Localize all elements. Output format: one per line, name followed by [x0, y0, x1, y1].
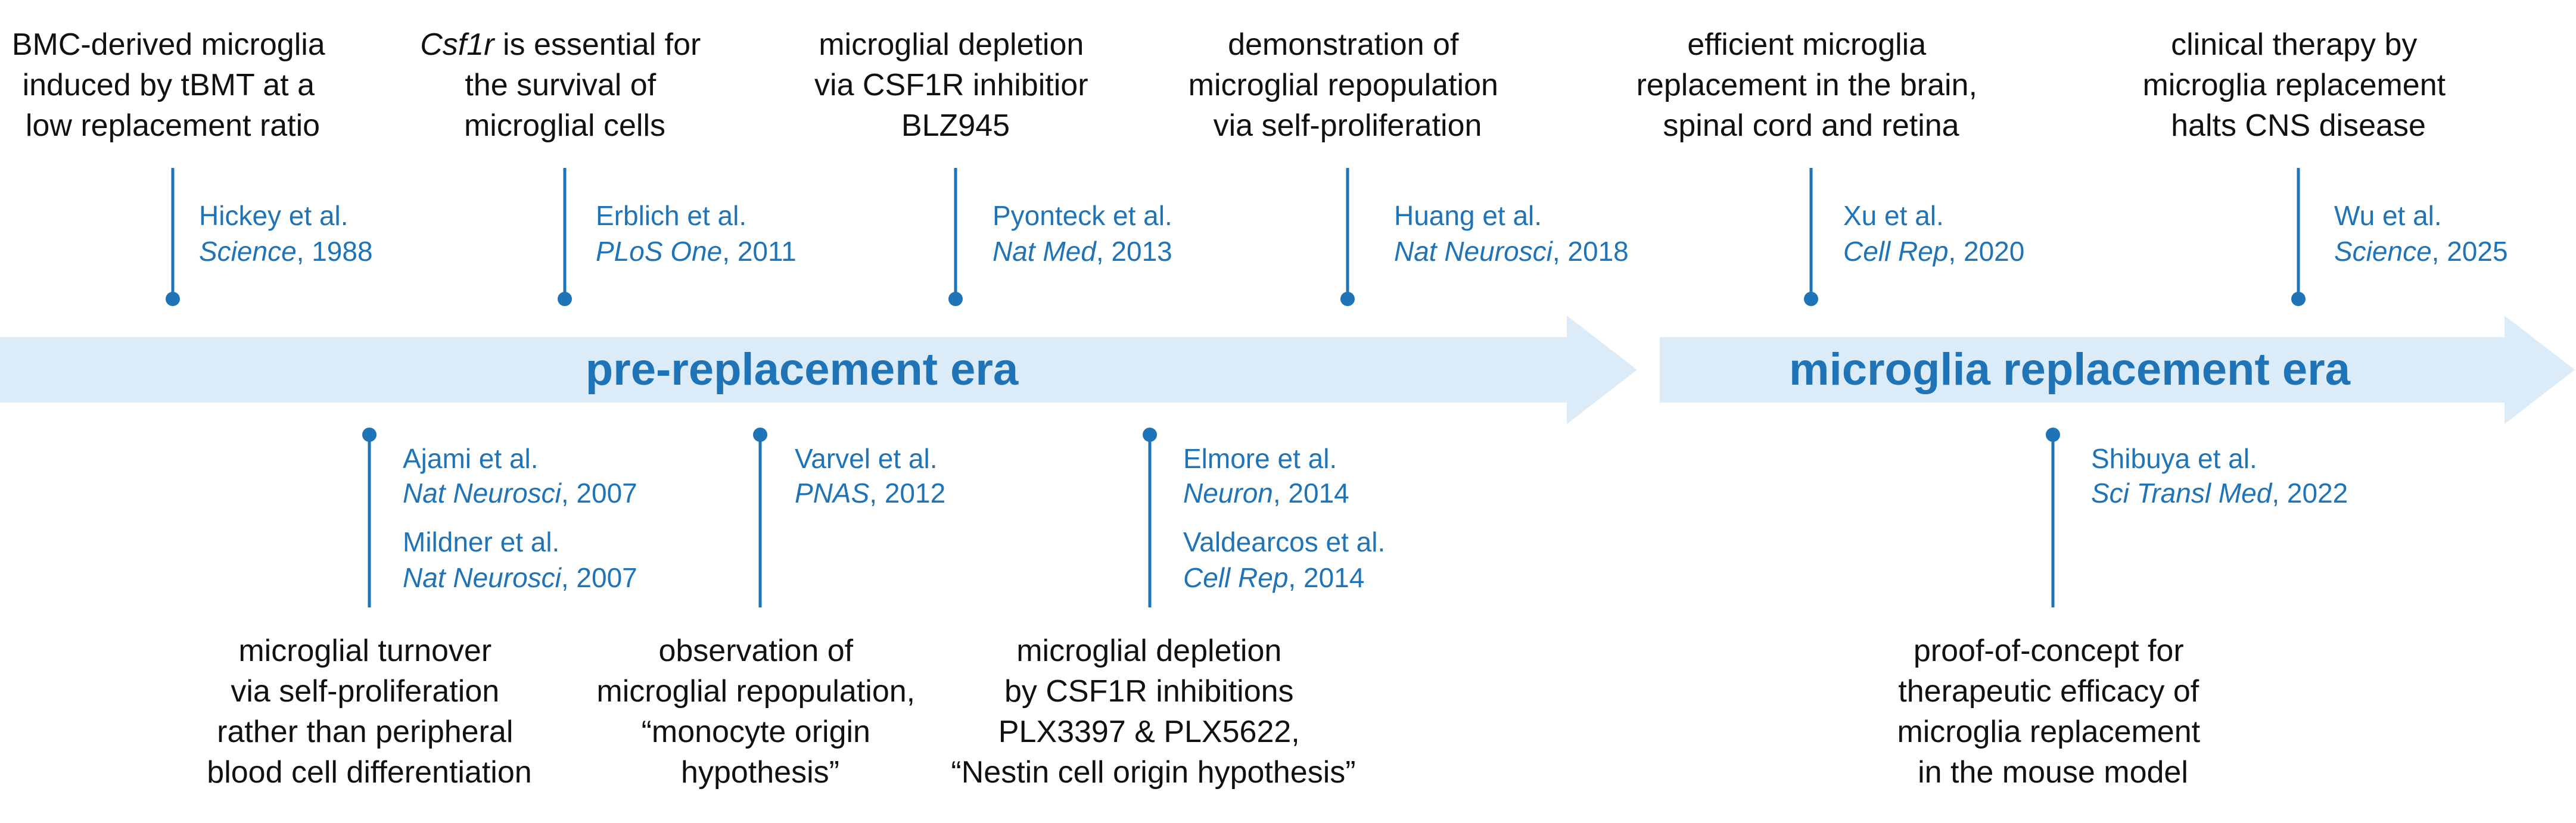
cite-authors: Varvel et al.: [795, 443, 937, 474]
cite-authors: Elmore et al.: [1183, 443, 1337, 474]
gene-name: Csf1r: [420, 27, 496, 62]
cite-year: , 2012: [869, 478, 945, 509]
citation-ajami-2007: Ajami et al. Nat Neurosci, 2007: [403, 443, 637, 509]
event-xu-2020: efficient microglia replacement in the b…: [1637, 27, 2024, 306]
cite-journal: Nat Med: [993, 236, 1097, 267]
event-erblich-2011: Csf1r is essential for the survival of m…: [420, 27, 797, 306]
finding-pyonteck-2013: microglial depletion via CSF1R inhibitio…: [814, 27, 1097, 143]
finding-varvel-2012: observation of microglial repopulation, …: [596, 634, 923, 790]
event-huang-2018: demonstration of microglial repopulation…: [1189, 27, 1629, 306]
event-node: [1804, 292, 1818, 306]
cite-year: , 2007: [561, 478, 637, 509]
cite-journal: Nat Neurosci: [403, 562, 562, 593]
finding-wu-2025: clinical therapy by microglia replacemen…: [2142, 27, 2454, 143]
event-elmore-valdearcos-2014: Elmore et al. Neuron, 2014 Valdearcos et…: [951, 428, 1393, 790]
finding-huang-2018: demonstration of microglial repopulation…: [1189, 27, 1507, 143]
citation-varvel-2012: Varvel et al. PNAS, 2012: [795, 443, 945, 509]
cite-authors: Erblich et al.: [596, 200, 746, 231]
cite-year: , 2007: [561, 562, 637, 593]
cite-journal: Science: [2334, 236, 2432, 267]
event-node: [558, 292, 572, 306]
pre-replacement-era-arrow: [0, 316, 1637, 424]
cite-journal: Nat Neurosci: [1394, 236, 1554, 267]
citation-pyonteck-2013: Pyonteck et al. Nat Med, 2013: [993, 200, 1180, 267]
cite-year: , 2020: [1948, 236, 2024, 267]
cite-journal: Neuron: [1183, 478, 1273, 509]
event-shibuya-2022: Shibuya et al. Sci Transl Med, 2022 proo…: [1897, 428, 2348, 790]
citation-xu-2020: Xu et al. Cell Rep, 2020: [1843, 200, 2024, 267]
cite-year: , 2011: [722, 236, 796, 267]
citation-shibuya-2022: Shibuya et al. Sci Transl Med, 2022: [2091, 443, 2348, 509]
cite-year: , 2013: [1096, 236, 1172, 267]
cite-authors: Pyonteck et al.: [993, 200, 1172, 231]
cite-year: , 2014: [1273, 478, 1349, 509]
cite-journal: PLoS One: [596, 236, 722, 267]
finding-erblich-2011: Csf1r is essential for the survival of m…: [420, 27, 710, 143]
cite-authors: Valdearcos et al.: [1183, 526, 1385, 557]
event-node: [948, 292, 963, 306]
citation-erblich-2011: Erblich et al. PLoS One, 2011: [596, 200, 797, 267]
cite-authors: Ajami et al.: [403, 443, 539, 474]
cite-year: , 2018: [1553, 236, 1629, 267]
finding-elmore-valdearcos-2014: microglial depletion by CSF1R inhibition…: [951, 634, 1355, 790]
cite-journal: Cell Rep: [1843, 236, 1948, 267]
cite-journal: Science: [199, 236, 297, 267]
event-node: [1143, 428, 1157, 442]
cite-year: , 2014: [1288, 562, 1364, 593]
cite-journal: PNAS: [795, 478, 870, 509]
cite-authors: Huang et al.: [1394, 200, 1542, 231]
event-node: [2291, 292, 2306, 306]
cite-authors: Mildner et al.: [403, 526, 559, 557]
event-node: [1340, 292, 1355, 306]
microglia-replacement-era-arrow: [1660, 316, 2575, 424]
citation-mildner-2007: Mildner et al. Nat Neurosci, 2007: [403, 526, 637, 593]
event-varvel-2012: Varvel et al. PNAS, 2012 observation of …: [596, 428, 945, 790]
finding-shibuya-2022: proof-of-concept for therapeutic efficac…: [1897, 634, 2208, 790]
microglia-replacement-era-label: microglia replacement era: [1789, 344, 2351, 395]
event-node: [166, 292, 180, 306]
cite-authors: Wu et al.: [2334, 200, 2442, 231]
citation-wu-2025: Wu et al. Science, 2025: [2334, 200, 2508, 267]
cite-journal: Cell Rep: [1183, 562, 1288, 593]
cite-journal: Nat Neurosci: [403, 478, 562, 509]
event-node: [753, 428, 767, 442]
citation-elmore-2014: Elmore et al. Neuron, 2014: [1183, 443, 1349, 509]
finding-hickey-1988: BMC-derived microglia induced by tBMT at…: [12, 27, 334, 143]
cite-journal: Sci Transl Med: [2091, 478, 2273, 509]
finding-xu-2020: efficient microglia replacement in the b…: [1637, 27, 1986, 143]
cite-year: , 2022: [2272, 478, 2348, 509]
event-node: [2046, 428, 2060, 442]
cite-authors: Xu et al.: [1843, 200, 1944, 231]
event-hickey-1988: BMC-derived microglia induced by tBMT at…: [12, 27, 373, 306]
cite-year: , 1988: [297, 236, 373, 267]
citation-huang-2018: Huang et al. Nat Neurosci, 2018: [1394, 200, 1629, 267]
cite-year: , 2025: [2432, 236, 2508, 267]
citation-valdearcos-2014: Valdearcos et al. Cell Rep, 2014: [1183, 526, 1393, 593]
finding-ajami-mildner-2007: microglial turnover via self-proliferati…: [207, 634, 531, 790]
event-ajami-mildner-2007: Ajami et al. Nat Neurosci, 2007 Mildner …: [207, 428, 637, 790]
event-node: [362, 428, 377, 442]
cite-authors: Shibuya et al.: [2091, 443, 2257, 474]
citation-hickey-1988: Hickey et al. Science, 1988: [199, 200, 373, 267]
event-wu-2025: clinical therapy by microglia replacemen…: [2142, 27, 2508, 306]
cite-authors: Hickey et al.: [199, 200, 349, 231]
pre-replacement-era-label: pre-replacement era: [586, 344, 1019, 395]
event-pyonteck-2013: microglial depletion via CSF1R inhibitio…: [814, 27, 1180, 306]
